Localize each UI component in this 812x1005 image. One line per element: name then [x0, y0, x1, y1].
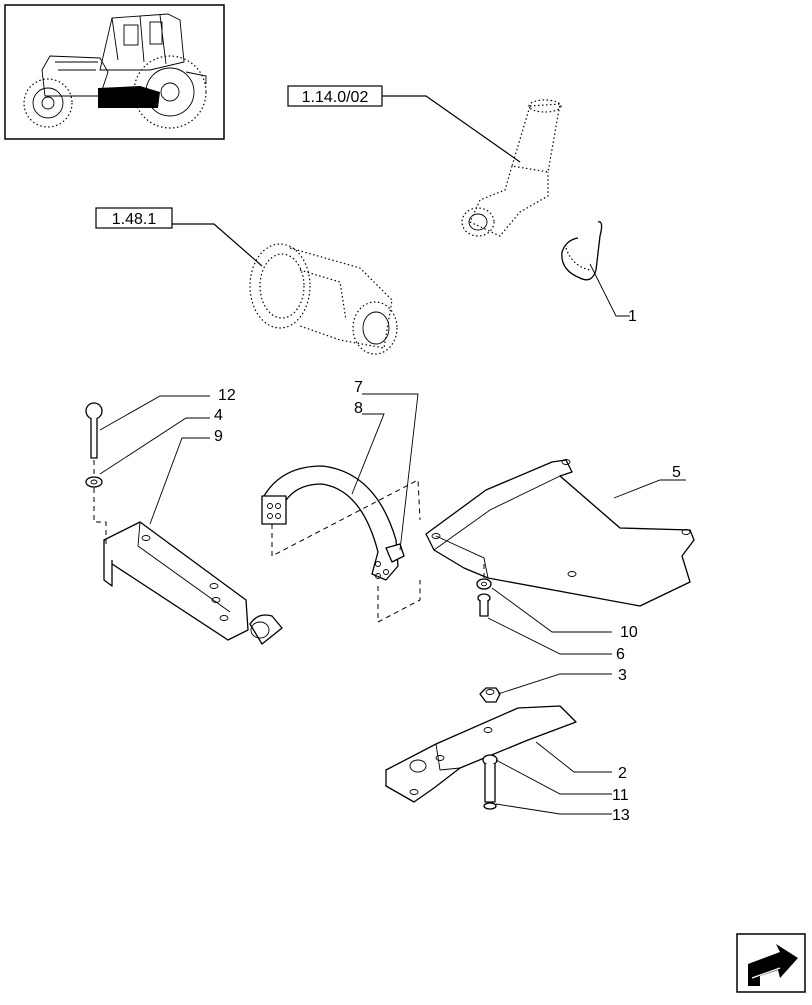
assembly-line [271, 479, 421, 557]
leader-line [99, 395, 210, 431]
callout-10: 10 [620, 624, 638, 641]
callout-4: 4 [214, 407, 223, 424]
part-10-washer [476, 578, 492, 590]
part-3-nut [479, 687, 501, 703]
part-11-washer [482, 754, 498, 766]
part-7-strap-end [385, 543, 405, 563]
leader-line [362, 393, 419, 551]
callout-12: 12 [218, 387, 236, 404]
exhaust-pipe-part [461, 99, 562, 237]
callout-2: 2 [618, 765, 627, 782]
callout-11: 11 [612, 787, 629, 804]
part-13-bolt [483, 764, 497, 810]
part-8-strap [261, 465, 399, 581]
assembly-line [93, 460, 107, 544]
transmission-housing-part [249, 243, 398, 355]
leader-line [149, 437, 210, 525]
callout-5: 5 [672, 464, 681, 481]
part-2-bracket [385, 705, 612, 803]
callout-7: 7 [354, 379, 363, 396]
part-5-shield: 5 [425, 459, 695, 607]
reference-box-1-14-0-02[interactable]: 1.14.0/02 [287, 85, 383, 107]
leader-line [491, 587, 612, 633]
leader-line [382, 95, 521, 163]
part-1-clamp: 1 [561, 221, 637, 325]
leader-line [351, 413, 385, 495]
callout-1: 1 [628, 308, 637, 325]
part-9-support-bracket [103, 521, 283, 645]
leader-line [99, 417, 210, 475]
callout-13: 13 [612, 807, 630, 824]
reference-label: 1.14.0/02 [302, 89, 369, 106]
leader-line [495, 759, 612, 795]
tractor-location-thumbnail[interactable] [4, 4, 225, 140]
leader-line [487, 617, 612, 655]
part-6-bolt [477, 593, 491, 617]
assembly-line [377, 580, 421, 623]
callout-9: 9 [214, 428, 223, 445]
leader-line [495, 803, 612, 815]
callout-3: 3 [618, 667, 627, 684]
part-12-bolt [85, 402, 103, 459]
leader-line [172, 223, 263, 267]
reference-box-1-48-1[interactable]: 1.48.1 [95, 207, 173, 229]
reference-label: 1.48.1 [112, 211, 157, 228]
leader-line [497, 673, 612, 695]
callout-6: 6 [616, 646, 625, 663]
callout-8: 8 [354, 400, 363, 417]
part-4-washer [85, 476, 103, 488]
next-page-arrow-icon[interactable] [736, 933, 806, 993]
